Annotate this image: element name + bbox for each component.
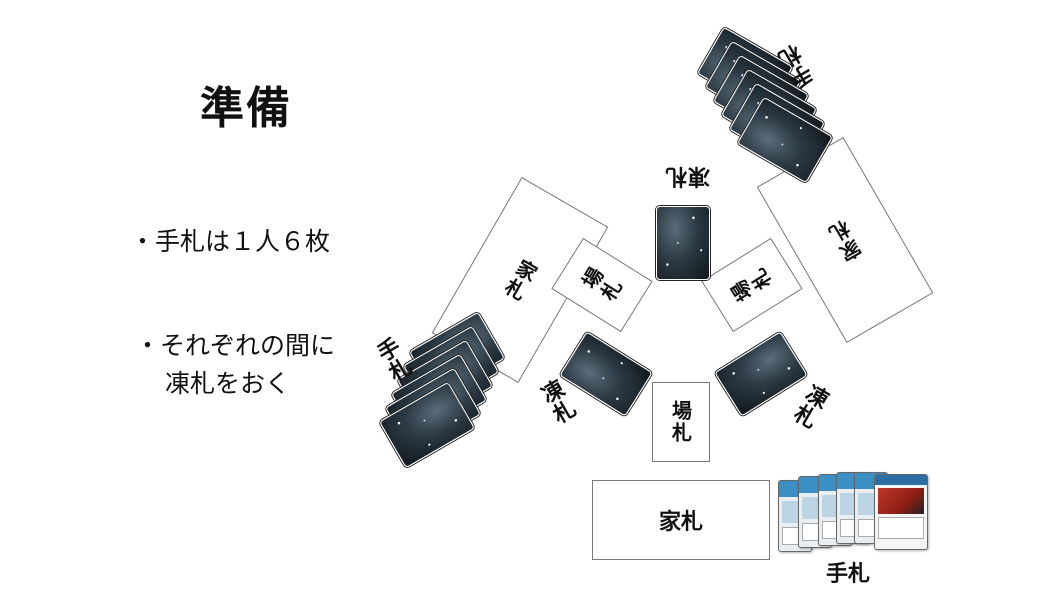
bullet-frozen-line1: ・それぞれの間に [135, 331, 336, 360]
field-zone-right-label: 場札 [727, 263, 778, 308]
home-zone-left-label: 家札 [498, 254, 541, 305]
field-zone-bottom-label: 場札 [668, 400, 693, 444]
home-zone-bottom-label: 家札 [658, 510, 703, 535]
hand-label-bottom: 手札 [826, 562, 871, 587]
frozen-label-top: 凍札 [664, 163, 711, 188]
hand-faceup-group [778, 470, 928, 560]
hand-card-face-top [874, 474, 928, 550]
field-zone-left-label: 場札 [576, 263, 627, 308]
page-title: 準備 [200, 83, 292, 134]
bullet-hand-count: ・手札は１人６枚 [130, 227, 331, 256]
home-zone-bottom: 家札 [592, 480, 770, 560]
field-zone-bottom: 場札 [652, 382, 710, 462]
home-zone-right-label: 家札 [824, 214, 867, 265]
frozen-card-top [656, 206, 710, 280]
field-zone-right: 場札 [701, 237, 803, 333]
bullet-frozen-line2: 凍札をおく [165, 369, 291, 398]
